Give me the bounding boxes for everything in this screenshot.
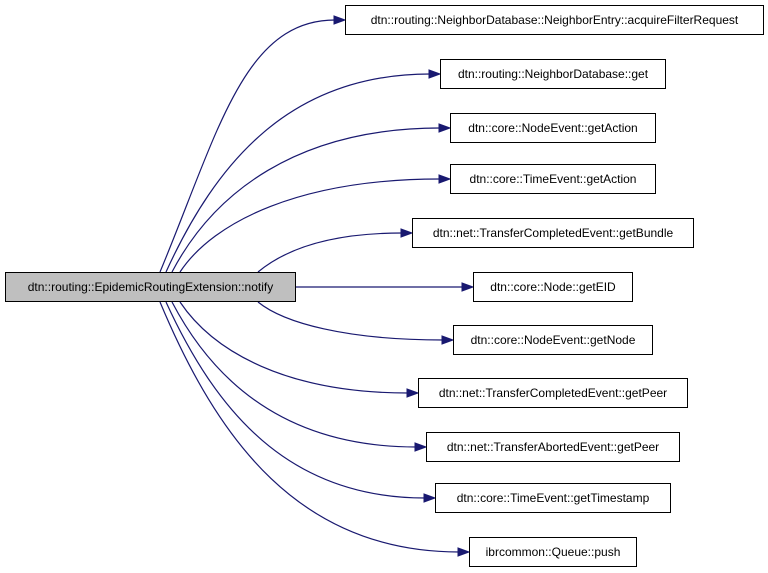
call-edge — [171, 127, 441, 273]
node-transfercompleted-getpeer[interactable]: dtn::net::TransferCompletedEvent::getPee… — [418, 378, 688, 408]
node-nodeevent-getnode[interactable]: dtn::core::NodeEvent::getNode — [453, 325, 653, 355]
arrowhead-icon — [400, 228, 414, 238]
node-nodeevent-getaction[interactable]: dtn::core::NodeEvent::getAction — [450, 113, 656, 143]
call-edge — [257, 232, 403, 273]
node-node-geteid[interactable]: dtn::core::Node::getEID — [473, 272, 633, 302]
node-neighbordatabase-get[interactable]: dtn::routing::NeighborDatabase::get — [440, 59, 666, 89]
node-acquire-filter-request[interactable]: dtn::routing::NeighborDatabase::Neighbor… — [345, 5, 764, 35]
arrowhead-icon — [438, 123, 452, 133]
call-edge — [179, 301, 409, 394]
arrowhead-icon — [428, 69, 442, 79]
arrowhead-icon — [461, 282, 475, 292]
node-timeevent-getaction[interactable]: dtn::core::TimeEvent::getAction — [450, 164, 656, 194]
node-transferaborted-getpeer[interactable]: dtn::net::TransferAbortedEvent::getPeer — [426, 432, 680, 462]
arrowhead-icon — [441, 335, 455, 345]
node-queue-push[interactable]: ibrcommon::Queue::push — [469, 537, 637, 567]
call-edge — [159, 19, 336, 273]
node-transfercompleted-getbundle[interactable]: dtn::net::TransferCompletedEvent::getBun… — [412, 218, 694, 248]
node-root-notify[interactable]: dtn::routing::EpidemicRoutingExtension::… — [5, 272, 296, 302]
node-timeevent-gettimestamp[interactable]: dtn::core::TimeEvent::getTimestamp — [435, 483, 671, 513]
arrowhead-icon — [457, 547, 471, 557]
arrowhead-icon — [406, 388, 420, 398]
arrowhead-icon — [423, 493, 437, 503]
call-edge — [171, 301, 417, 448]
call-edge — [257, 301, 444, 341]
arrowhead-icon — [414, 442, 428, 452]
call-edge — [179, 178, 441, 273]
call-edge — [165, 73, 431, 273]
arrowhead-icon — [333, 15, 347, 25]
call-edge — [165, 301, 426, 499]
arrowhead-icon — [438, 174, 452, 184]
call-edge — [159, 301, 460, 553]
